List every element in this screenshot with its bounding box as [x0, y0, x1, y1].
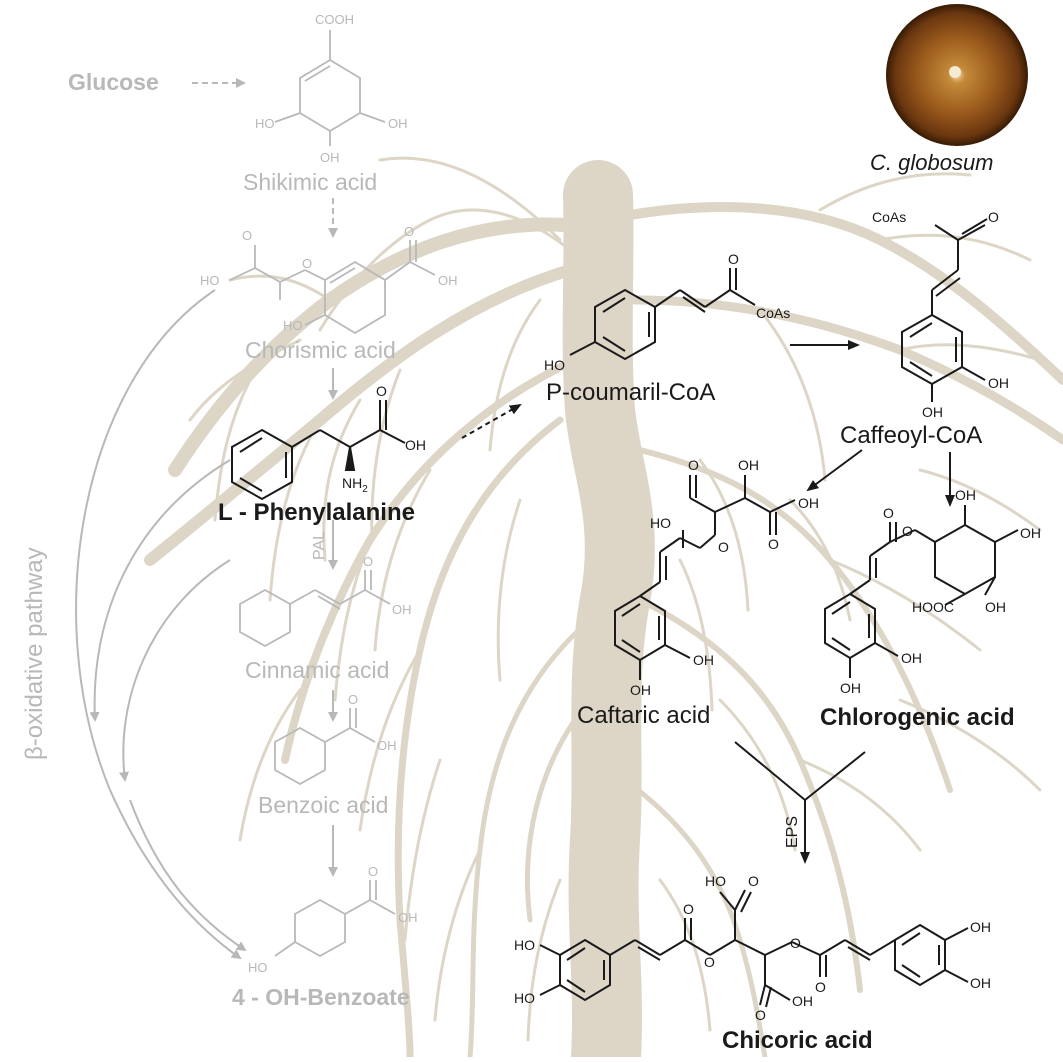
- chorismic-oh: OH: [438, 273, 458, 288]
- pcoumaril-structure: [569, 268, 756, 361]
- chicoric-ho-top: HO: [705, 873, 726, 889]
- shikimic-structure: [274, 30, 386, 146]
- chicoric-o-top: O: [748, 873, 759, 889]
- chlorogenic-o-ring: O: [902, 523, 913, 539]
- pcoumaril-o: O: [728, 251, 739, 267]
- caftaric-oh1: OH: [693, 652, 714, 668]
- shikimic-oh-bottom: OH: [320, 150, 340, 165]
- chorismic-o1: O: [242, 228, 252, 243]
- pcoumaril-ho: HO: [544, 357, 565, 373]
- cinnamic-label: Cinnamic acid: [245, 657, 389, 683]
- chorismic-o3: O: [302, 256, 312, 271]
- caftaric-oh-right: OH: [798, 495, 819, 511]
- phe-o: O: [376, 383, 387, 399]
- chlorogenic-oh-bottom: OH: [985, 599, 1006, 615]
- fungus-culture: C. globosum: [870, 4, 1028, 175]
- caffeoyl-oh1: OH: [988, 375, 1009, 391]
- caftaric-label: Caftaric acid: [577, 702, 710, 729]
- ohbenzoate-label: 4 - OH-Benzoate: [232, 984, 410, 1010]
- pcoumaril-group: O CoAs HO P-coumaril-CoA: [544, 251, 860, 406]
- shikimic-oh-right: OH: [388, 116, 408, 131]
- phenylalanine-group: O OH NH2 L - Phenylalanine: [218, 383, 522, 526]
- caffeoyl-label: Caffeoyl-CoA: [840, 422, 982, 449]
- chlorogenic-oh-right: OH: [1020, 525, 1041, 541]
- caftaric-o2: O: [768, 536, 779, 552]
- caftaric-o3: O: [718, 539, 729, 555]
- caftaric-oh2: OH: [630, 682, 651, 698]
- chlorogenic-oh1: OH: [901, 650, 922, 666]
- shikimic-label: Shikimic acid: [243, 169, 377, 195]
- shikimic-cooh: COOH: [315, 12, 354, 27]
- chlorogenic-oh2: OH: [840, 680, 861, 696]
- phe-to-coumaril-arrow: [461, 404, 522, 439]
- caffeoyl-to-caftaric-arrow: [806, 449, 863, 492]
- benzoic-structure: [274, 708, 376, 786]
- ohbenzoate-ho: HO: [248, 960, 268, 975]
- chicoric-structure: [539, 889, 969, 1008]
- pal-label: PAL: [311, 531, 328, 560]
- chicoric-o2: O: [704, 954, 715, 970]
- pcoumaril-coas: CoAs: [756, 305, 790, 321]
- chicoric-ho1: HO: [514, 937, 535, 953]
- ohbenzoate-structure: [274, 880, 396, 958]
- left-gray-pathway: Glucose COOH HO OH OH Shikimic acid: [21, 12, 458, 1010]
- beta-oxidative-arrows: [75, 289, 247, 960]
- phenylalanine-structure: [231, 400, 406, 501]
- chicoric-o1: O: [683, 901, 694, 917]
- chlorogenic-o-carbonyl: O: [883, 505, 894, 521]
- chorismic-label: Chorismic acid: [245, 337, 396, 363]
- caffeoyl-oh2: OH: [922, 404, 943, 420]
- benzoic-oh: OH: [377, 738, 397, 753]
- chicoric-ho2: HO: [514, 990, 535, 1006]
- beta-oxidative-label: β-oxidative pathway: [21, 547, 48, 760]
- chlorogenic-label: Chlorogenic acid: [820, 704, 1015, 731]
- caftaric-o1: O: [688, 457, 699, 473]
- phe-oh: OH: [405, 437, 426, 453]
- glucose-label: Glucose: [68, 69, 159, 95]
- cinnamic-oh: OH: [392, 602, 412, 617]
- caffeoyl-group: CoAs O OH OH Caffeoyl-CoA: [806, 209, 1009, 507]
- caffeoyl-coas: CoAs: [872, 209, 906, 225]
- phenylalanine-label: L - Phenylalanine: [218, 499, 415, 526]
- chorismic-ho2: HO: [283, 318, 303, 333]
- chicoric-oh1: OH: [970, 919, 991, 935]
- benzoic-label: Benzoic acid: [258, 792, 388, 818]
- chlorogenic-group: OH OH O O HOOC OH OH OH Chlorogenic acid: [820, 487, 1041, 731]
- caffeoyl-structure: [901, 218, 988, 402]
- chicoric-o3: O: [790, 935, 801, 951]
- chorismic-structure: [229, 240, 436, 335]
- chicoric-group: HO HO O HO O O O O O OH OH OH Chicoric a…: [514, 873, 991, 1054]
- chicoric-label: Chicoric acid: [722, 1027, 873, 1054]
- chorismic-o2: O: [404, 224, 414, 239]
- chlorogenic-hooc: HOOC: [912, 599, 954, 615]
- shikimic-ho: HO: [255, 116, 275, 131]
- phe-nh: NH2: [342, 475, 368, 495]
- eps-arrow: EPS: [734, 741, 866, 864]
- caftaric-ho: HO: [650, 515, 671, 531]
- chicoric-oh2: OH: [970, 975, 991, 991]
- chicoric-o4: O: [815, 979, 826, 995]
- caftaric-oh-top: OH: [738, 457, 759, 473]
- chlorogenic-structure: [824, 505, 1019, 678]
- cinnamic-o: O: [363, 554, 373, 569]
- ohbenzoate-oh: OH: [398, 910, 418, 925]
- chicoric-oh-bottom: OH: [792, 993, 813, 1009]
- caftaric-structure: [614, 475, 796, 680]
- chicoric-o-bottom: O: [755, 1007, 766, 1023]
- benzoic-o: O: [348, 692, 358, 707]
- cinnamic-structure: [239, 570, 391, 648]
- chorismic-ho: HO: [200, 273, 220, 288]
- caffeoyl-o: O: [988, 209, 999, 225]
- fungus-label: C. globosum: [870, 150, 994, 175]
- caftaric-group: O OH HO OH O O OH OH Caftaric acid: [577, 457, 819, 729]
- ohbenzoate-o: O: [368, 864, 378, 879]
- pcoumaril-label: P-coumaril-CoA: [546, 379, 715, 406]
- eps-label: EPS: [784, 816, 801, 848]
- chlorogenic-oh-top: OH: [955, 487, 976, 503]
